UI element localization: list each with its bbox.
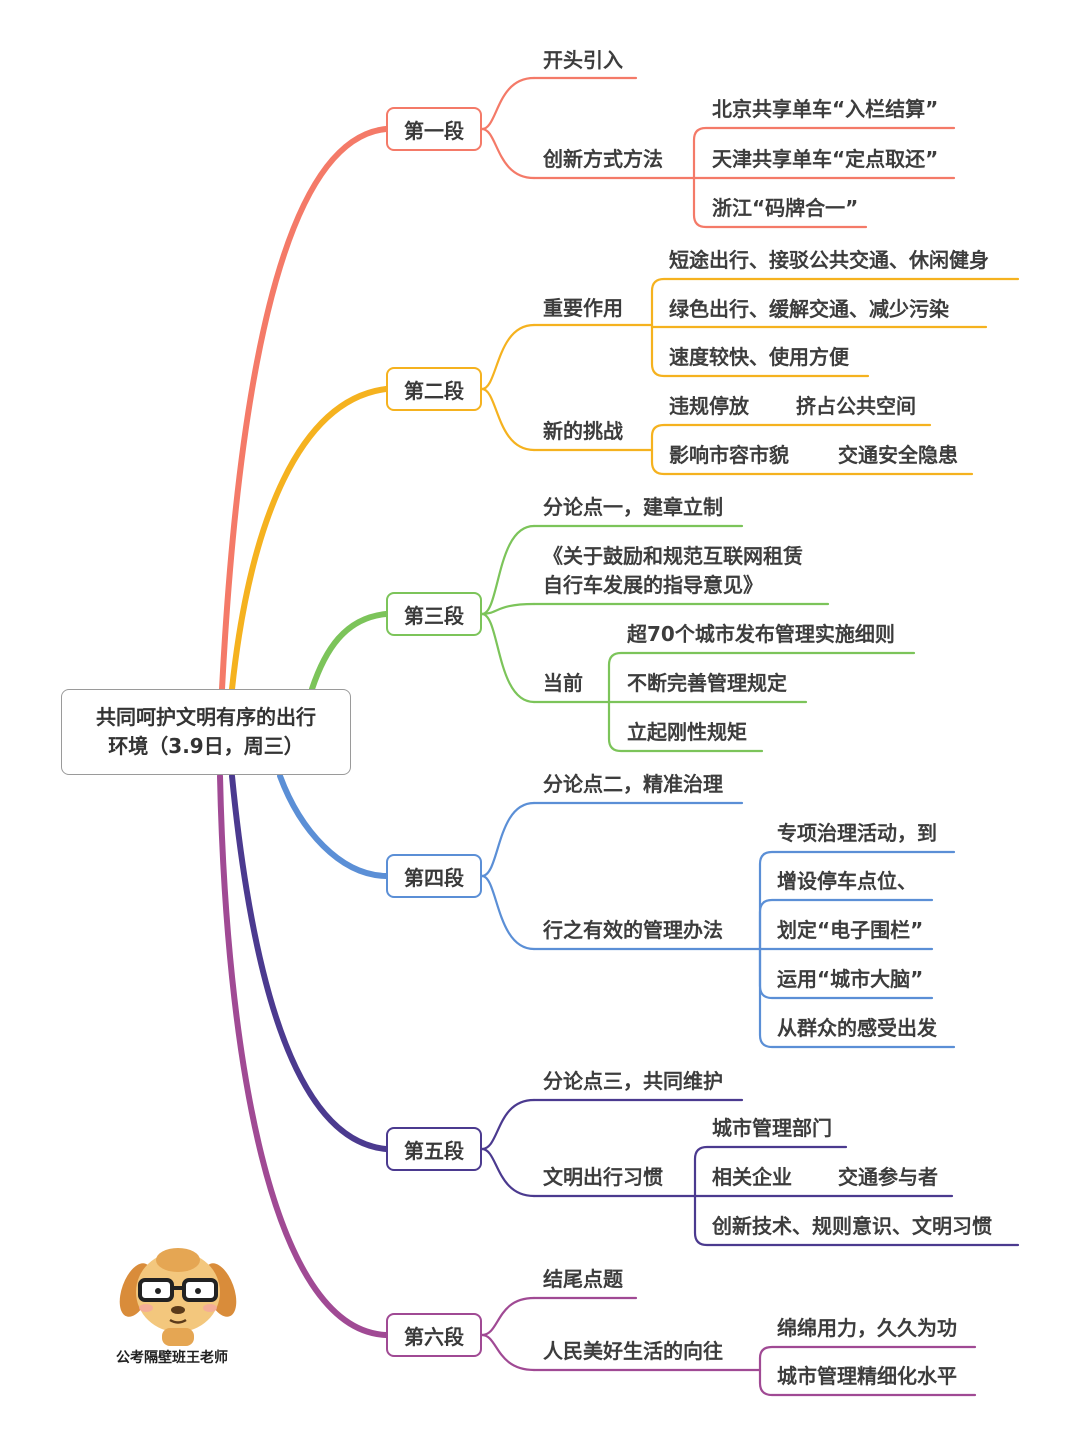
subtopic-label: 不断完善管理规定: [627, 671, 787, 695]
topic-label: 当前: [543, 671, 583, 695]
branch-6: [217, 773, 389, 1338]
subtopic-label: 增设停车点位、: [777, 869, 917, 893]
section-node-2: 第二段: [386, 367, 482, 411]
subtopic-label: 立起刚性规矩: [627, 720, 747, 744]
subtopic-label: 城市管理精细化水平: [777, 1364, 957, 1388]
central-topic-line-1: 共同呵护文明有序的出行: [96, 705, 316, 729]
topic-label: 行之有效的管理办法: [543, 918, 723, 942]
subtopic-label: 交通参与者: [838, 1165, 938, 1189]
subtopic-label: 短途出行、接驳公共交通、休闲健身: [669, 248, 989, 272]
topic-label: 分论点二，精准治理: [543, 772, 723, 796]
watermark-caption: 公考隔壁班王老师: [116, 1350, 228, 1366]
subtopic-label: 挤占公共空间: [796, 394, 916, 418]
section-node-4: 第四段: [386, 854, 482, 898]
topic-label: 开头引入: [543, 48, 623, 72]
subtopic-label: 创新技术、规则意识、文明习惯: [712, 1214, 992, 1238]
dog-mascot-icon: [119, 1248, 237, 1346]
branch-2: [229, 386, 389, 692]
topic-label: 《关于鼓励和规范互联网租赁: [543, 544, 803, 568]
central-topic: 共同呵护文明有序的出行 环境（3.9日，周三）: [61, 689, 351, 775]
topic-label: 人民美好生活的向往: [543, 1339, 723, 1363]
branch-4: [277, 773, 389, 879]
subtopic-label: 城市管理部门: [712, 1116, 832, 1140]
section-node-1: 第一段: [386, 107, 482, 151]
subtopic-label: 浙江“码牌合一”: [712, 196, 859, 220]
subtopic-label: 专项治理活动，到: [777, 821, 937, 845]
subtopic-label: 绿色出行、缓解交通、减少污染: [669, 297, 949, 321]
branch-3: [309, 611, 389, 692]
central-topic-line-2: 环境（3.9日，周三）: [108, 734, 304, 758]
topic-label: 新的挑战: [543, 419, 623, 443]
topic-label: 重要作用: [543, 296, 623, 320]
subtopic-label: 划定“电子围栏”: [777, 918, 924, 942]
subtopic-label: 绵绵用力，久久为功: [777, 1316, 957, 1340]
topic-label: 分论点三，共同维护: [543, 1069, 723, 1093]
subtopic-label: 天津共享单车“定点取还”: [712, 147, 939, 171]
section-node-5: 第五段: [386, 1127, 482, 1171]
subtopic-label: 速度较快、使用方便: [669, 345, 849, 369]
topic-label: 分论点一，建章立制: [543, 495, 723, 519]
subtopic-label: 北京共享单车“入栏结算”: [712, 97, 939, 121]
subtopic-label: 相关企业: [712, 1165, 792, 1189]
topic-label: 自行车发展的指导意见》: [543, 573, 763, 597]
section-node-6: 第六段: [386, 1313, 482, 1357]
subtopic-label: 从群众的感受出发: [777, 1016, 937, 1040]
subtopic-label: 交通安全隐患: [838, 443, 958, 467]
branch-5: [229, 773, 389, 1152]
subtopic-label: 超70个城市发布管理实施细则: [627, 622, 895, 646]
subtopic-label: 违规停放: [669, 394, 749, 418]
topic-label: 结尾点题: [543, 1267, 623, 1291]
topic-label: 文明出行习惯: [543, 1165, 663, 1189]
subtopic-label: 影响市容市貌: [669, 443, 789, 467]
section-node-3: 第三段: [386, 592, 482, 636]
subtopic-label: 运用“城市大脑”: [777, 967, 924, 991]
topic-label: 创新方式方法: [543, 147, 663, 171]
branch-1: [219, 126, 389, 692]
